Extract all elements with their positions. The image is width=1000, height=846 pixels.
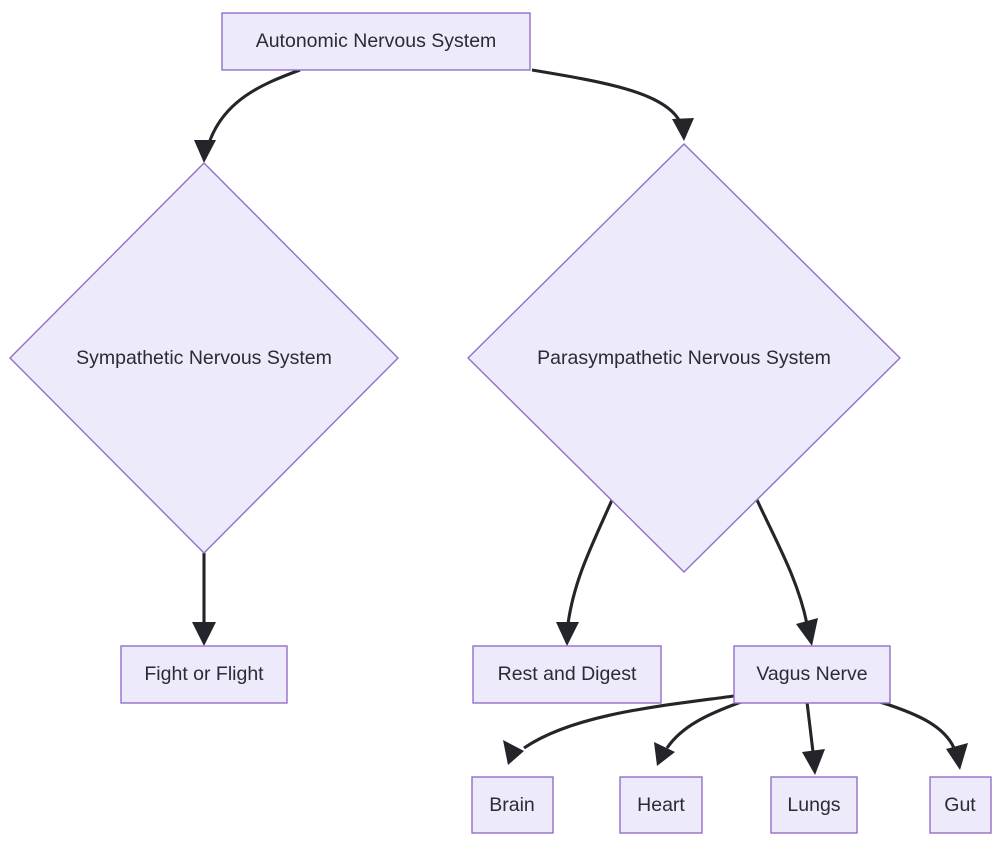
edge-vagus-to-brain: [503, 694, 735, 765]
node-label: Vagus Nerve: [756, 663, 867, 685]
edge-ans-to-parasympathetic: [531, 68, 694, 141]
edge-sympathetic-to-fight: [192, 553, 216, 646]
node-vagus-nerve[interactable]: Vagus Nerve: [733, 645, 891, 704]
arrowhead: [802, 749, 825, 775]
edge-vagus-to-heart: [654, 700, 742, 766]
node-rect[interactable]: [929, 776, 992, 834]
node-gut[interactable]: Gut: [929, 776, 992, 834]
node-lungs[interactable]: Lungs: [770, 776, 858, 834]
edge-line: [523, 694, 735, 750]
node-label: Parasympathetic Nervous System: [537, 347, 831, 369]
arrowhead: [556, 622, 579, 646]
arrowhead: [672, 118, 694, 141]
node-rect[interactable]: [733, 645, 891, 704]
node-label: Brain: [489, 794, 535, 816]
node-rect[interactable]: [770, 776, 858, 834]
edge-vagus-to-gut: [879, 700, 968, 770]
node-sympathetic-nervous-system[interactable]: Sympathetic Nervous System: [9, 162, 399, 554]
arrowhead: [503, 740, 524, 765]
node-label: Sympathetic Nervous System: [76, 347, 332, 369]
node-autonomic-nervous-system[interactable]: Autonomic Nervous System: [221, 12, 531, 71]
node-layer: Autonomic Nervous System Sympathetic Ner…: [9, 12, 992, 834]
node-rect[interactable]: [471, 776, 554, 834]
edge-line: [207, 68, 301, 144]
node-parasympathetic-nervous-system[interactable]: Parasympathetic Nervous System: [467, 143, 901, 573]
edge-parasympathetic-to-rest: [556, 499, 614, 646]
arrowhead: [654, 742, 675, 766]
node-label: Heart: [637, 794, 685, 816]
node-label: Fight or Flight: [144, 663, 264, 685]
node-label: Lungs: [787, 794, 840, 816]
arrowhead: [946, 743, 968, 770]
node-rect[interactable]: [221, 12, 531, 71]
node-label: Gut: [944, 794, 976, 816]
edge-ans-to-sympathetic: [194, 68, 301, 163]
edge-line: [566, 499, 614, 625]
node-heart[interactable]: Heart: [619, 776, 703, 834]
edge-parasympathetic-to-vagus: [755, 499, 818, 646]
edge-vagus-to-lungs: [802, 701, 825, 775]
edge-line: [665, 700, 742, 749]
arrowhead: [192, 622, 216, 646]
node-diamond[interactable]: [467, 143, 901, 573]
edge-line: [879, 700, 956, 749]
node-brain[interactable]: Brain: [471, 776, 554, 834]
node-label: Autonomic Nervous System: [256, 30, 497, 52]
node-rect[interactable]: [120, 645, 288, 704]
arrowhead: [194, 140, 216, 163]
arrowhead: [796, 618, 818, 646]
node-rest-and-digest[interactable]: Rest and Digest: [472, 645, 662, 704]
node-label: Rest and Digest: [498, 663, 637, 685]
edge-line: [531, 68, 681, 121]
edge-line: [755, 499, 809, 625]
edge-line: [805, 701, 815, 753]
edge-layer: [192, 68, 968, 775]
node-fight-or-flight[interactable]: Fight or Flight: [120, 645, 288, 704]
node-rect[interactable]: [619, 776, 703, 834]
node-rect[interactable]: [472, 645, 662, 704]
node-diamond[interactable]: [9, 162, 399, 554]
